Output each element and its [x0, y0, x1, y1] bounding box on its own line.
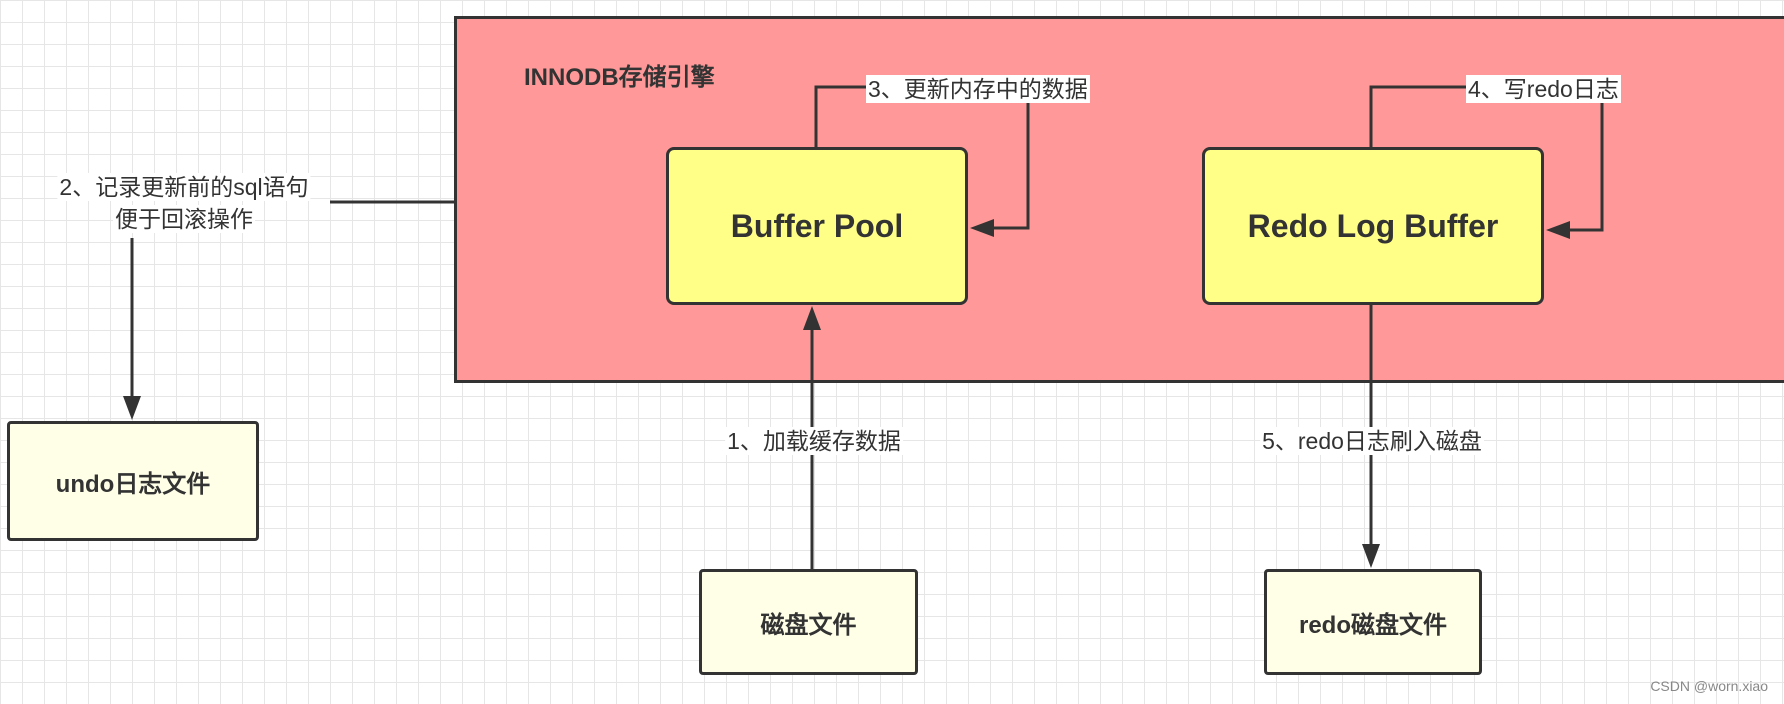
arrowhead-buffer-pool — [970, 219, 994, 237]
arrowhead-redo-log-buffer — [1546, 221, 1570, 239]
disk-file-node[interactable]: 磁盘文件 — [699, 569, 918, 675]
arrowhead-undo-file — [123, 396, 141, 420]
redo-log-buffer-node[interactable]: Redo Log Buffer — [1202, 147, 1544, 305]
label-step2-line1: 2、记录更新前的sql语句 — [57, 173, 311, 201]
edge-update-memory — [814, 85, 1030, 230]
engine-title: INNODB存储引擎 — [524, 64, 715, 91]
arrowhead-redo-disk — [1362, 544, 1380, 568]
undo-file-node[interactable]: undo日志文件 — [7, 421, 259, 541]
label-step4: 4、写redo日志 — [1466, 75, 1621, 103]
buffer-pool-node[interactable]: Buffer Pool — [666, 147, 968, 305]
label-step3: 3、更新内存中的数据 — [866, 75, 1090, 103]
label-step1: 1、加载缓存数据 — [725, 427, 903, 455]
arrowhead-load-cache — [803, 306, 821, 330]
csdn-watermark: CSDN @worn.xiao — [1650, 678, 1768, 694]
label-step2-line2: 便于回滚操作 — [113, 205, 255, 233]
redo-disk-file-node[interactable]: redo磁盘文件 — [1264, 569, 1482, 675]
label-step5: 5、redo日志刷入磁盘 — [1260, 427, 1484, 455]
edge-write-redo — [1369, 85, 1604, 232]
